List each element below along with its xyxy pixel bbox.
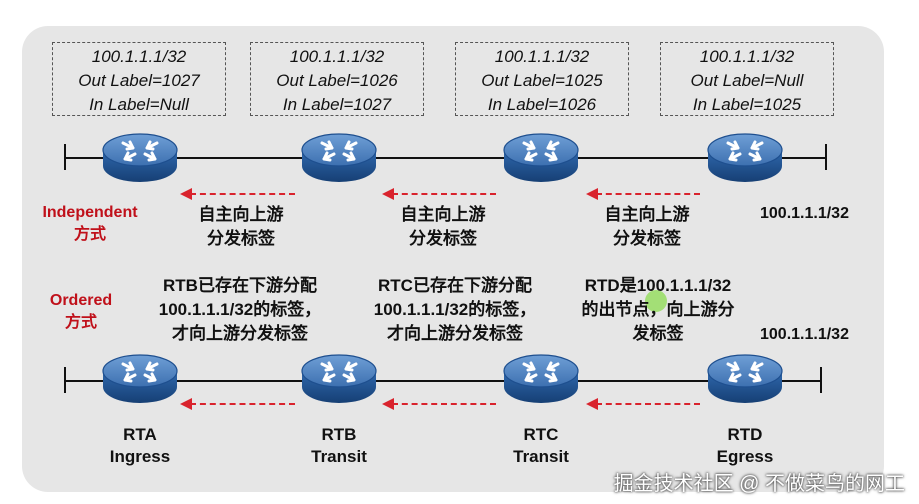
router-role: Egress xyxy=(716,447,774,466)
label-box-rtb: 100.1.1.1/32 Out Label=1026 In Label=102… xyxy=(250,42,424,116)
router-rta-label: RTA Ingress xyxy=(80,424,200,468)
label-box-rtd: 100.1.1.1/32 Out Label=Null In Label=102… xyxy=(660,42,834,116)
router-role: Ingress xyxy=(109,447,171,466)
ordered-mode-title: Ordered xyxy=(49,292,113,309)
independent-mode-label: Independent 方式 xyxy=(40,202,140,246)
router-name: RTC xyxy=(523,425,559,444)
label-box-out-label: Out Label=1027 xyxy=(78,71,200,90)
label-box-in-label: In Label=1025 xyxy=(692,95,802,114)
independent-line-end-right xyxy=(825,144,827,170)
note-line2: 100.1.1.1/32的标签， xyxy=(158,300,322,319)
ordered-line-end-right xyxy=(820,367,822,393)
router-rtd-label: RTD Egress xyxy=(685,424,805,468)
note-line1: RTC已存在下游分配 xyxy=(378,276,532,295)
independent-arrow-3-head xyxy=(586,188,598,200)
label-box-rtc: 100.1.1.1/32 Out Label=1025 In Label=102… xyxy=(455,42,629,116)
arrow-label-line1: 自主向上游 xyxy=(604,205,690,224)
ordered-arrow-1-head xyxy=(180,398,192,410)
cursor-highlight xyxy=(645,290,667,312)
independent-arrow-3 xyxy=(596,193,700,195)
router-role: Transit xyxy=(513,447,569,466)
independent-arrow-1 xyxy=(190,193,295,195)
independent-line-end-left xyxy=(64,144,66,170)
router-rta-independent-icon xyxy=(101,132,179,184)
independent-arrow-1-head xyxy=(180,188,192,200)
router-rtb-ordered-icon xyxy=(300,353,378,405)
independent-arrow-2-label: 自主向上游 分发标签 xyxy=(388,203,498,251)
ordered-note-rtc: RTC已存在下游分配 100.1.1.1/32的标签， 才向上游分发标签 xyxy=(340,274,570,346)
note-line2: 的出节点，向上游分 xyxy=(581,300,735,319)
ordered-arrow-2 xyxy=(392,403,496,405)
ordered-note-rtb: RTB已存在下游分配 100.1.1.1/32的标签， 才向上游分发标签 xyxy=(125,274,355,346)
router-rtb-label: RTB Transit xyxy=(279,424,399,468)
independent-destination-prefix: 100.1.1.1/32 xyxy=(760,205,849,222)
arrow-label-line1: 自主向上游 xyxy=(400,205,486,224)
router-rtd-independent-icon xyxy=(706,132,784,184)
ordered-arrow-3 xyxy=(596,403,700,405)
ordered-note-rtd: RTD是100.1.1.1/32 的出节点，向上游分 发标签 xyxy=(548,274,768,346)
label-box-out-label: Out Label=1025 xyxy=(481,71,603,90)
router-name: RTD xyxy=(727,425,763,444)
arrow-label-line2: 分发标签 xyxy=(409,229,477,248)
router-rtc-independent-icon xyxy=(502,132,580,184)
note-line3: 发标签 xyxy=(632,324,684,343)
router-rtb-independent-icon xyxy=(300,132,378,184)
arrow-label-line2: 分发标签 xyxy=(207,229,275,248)
note-line3: 才向上游分发标签 xyxy=(387,324,523,343)
arrow-label-line1: 自主向上游 xyxy=(198,205,284,224)
independent-mode-title: Independent xyxy=(42,204,138,221)
label-box-prefix: 100.1.1.1/32 xyxy=(289,47,385,66)
label-box-out-label: Out Label=1026 xyxy=(276,71,398,90)
note-line3: 才向上游分发标签 xyxy=(172,324,308,343)
note-line1: RTD是100.1.1.1/32 xyxy=(584,276,732,295)
router-rtc-label: RTC Transit xyxy=(481,424,601,468)
independent-arrow-2 xyxy=(392,193,496,195)
label-box-prefix: 100.1.1.1/32 xyxy=(494,47,590,66)
ordered-arrow-3-head xyxy=(586,398,598,410)
arrow-label-line2: 分发标签 xyxy=(613,229,681,248)
ordered-mode-subtitle: 方式 xyxy=(64,314,97,331)
ordered-link-line xyxy=(64,380,822,382)
independent-arrow-2-head xyxy=(382,188,394,200)
ordered-arrow-1 xyxy=(190,403,295,405)
router-name: RTA xyxy=(123,425,157,444)
label-box-in-label: In Label=1026 xyxy=(487,95,597,114)
router-rta-ordered-icon xyxy=(101,353,179,405)
independent-link-line xyxy=(64,157,826,159)
router-rtc-ordered-icon xyxy=(502,353,580,405)
label-box-rta: 100.1.1.1/32 Out Label=1027 In Label=Nul… xyxy=(52,42,226,116)
independent-arrow-1-label: 自主向上游 分发标签 xyxy=(186,203,296,251)
ordered-arrow-2-head xyxy=(382,398,394,410)
ordered-line-end-left xyxy=(64,367,66,393)
ordered-destination-prefix: 100.1.1.1/32 xyxy=(760,326,849,343)
label-box-in-label: In Label=Null xyxy=(89,95,189,114)
ordered-mode-label: Ordered 方式 xyxy=(36,290,126,334)
independent-mode-subtitle: 方式 xyxy=(73,226,106,243)
note-line1: RTB已存在下游分配 xyxy=(163,276,317,295)
independent-arrow-3-label: 自主向上游 分发标签 xyxy=(592,203,702,251)
note-line2: 100.1.1.1/32的标签， xyxy=(373,300,537,319)
label-box-out-label: Out Label=Null xyxy=(690,71,804,90)
label-box-in-label: In Label=1027 xyxy=(282,95,392,114)
router-role: Transit xyxy=(311,447,367,466)
watermark: 掘金技术社区 @ 不做菜鸟的网工 xyxy=(613,473,905,495)
router-rtd-ordered-icon xyxy=(706,353,784,405)
router-name: RTB xyxy=(321,425,357,444)
label-box-prefix: 100.1.1.1/32 xyxy=(91,47,187,66)
label-box-prefix: 100.1.1.1/32 xyxy=(699,47,795,66)
